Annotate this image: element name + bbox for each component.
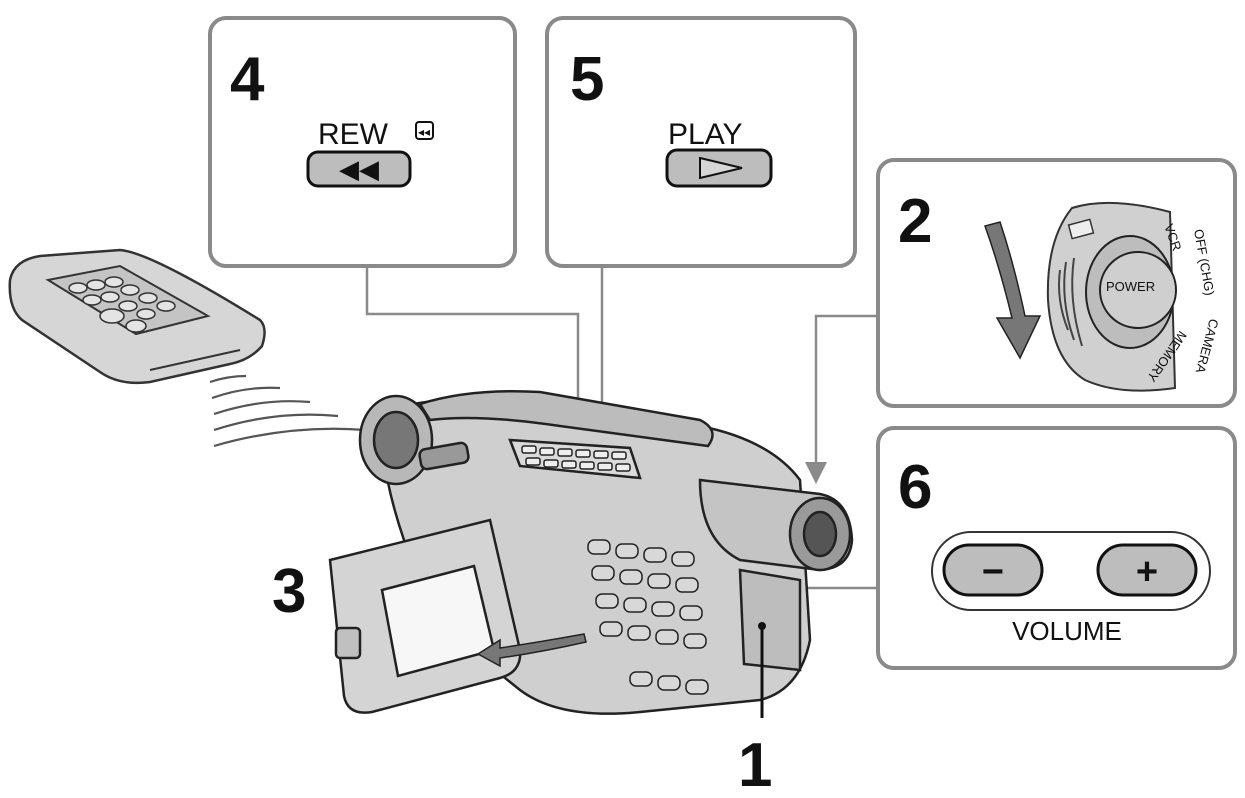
step-number-4: 4 <box>230 45 265 114</box>
rew-label: REW <box>318 118 389 151</box>
camcorder-side-dial <box>418 441 470 471</box>
volume-minus-button[interactable] <box>942 543 1044 597</box>
open-arrow-icon <box>476 633 587 668</box>
volume-label: VOLUME <box>1012 616 1122 646</box>
play-label: PLAY <box>668 118 743 151</box>
callout-line-2 <box>814 314 878 470</box>
callout-dot-1 <box>758 622 766 630</box>
step-number-1: 1 <box>738 731 772 798</box>
panel-power: 2 POWER VCR OFF (CHG) CAMERA MEMORY <box>876 158 1237 408</box>
rew-indicator-icon <box>415 121 434 140</box>
callout-line-4 <box>365 266 580 452</box>
signal-waves-icon <box>209 374 367 448</box>
power-button-label: POWER <box>1106 279 1155 294</box>
rear-panel-buttons <box>587 539 709 695</box>
power-dial-knob[interactable] <box>1099 251 1177 329</box>
panel-rew: 4 REW ◂◂ ◀◀ <box>208 16 517 268</box>
step-number-5: 5 <box>570 45 604 114</box>
remote-front-edge <box>149 349 241 371</box>
panel-rew-frame <box>208 16 517 268</box>
viewfinder-eyepiece <box>802 510 838 558</box>
lcd-latch <box>334 626 362 660</box>
camcorder-top-handle <box>418 389 714 448</box>
rew-button[interactable] <box>306 150 412 188</box>
panel-play: 5 PLAY <box>545 16 857 268</box>
camcorder-battery <box>738 568 802 672</box>
remote-control-icon <box>8 248 266 385</box>
rew-button-glyph: ◀◀ <box>339 154 379 184</box>
volume-plus-glyph: + <box>1136 551 1158 593</box>
volume-plus-button[interactable] <box>1096 543 1198 597</box>
camcorder-icon <box>328 389 854 715</box>
rotate-arrow-icon <box>984 221 1042 360</box>
volume-minus-glyph: − <box>982 551 1004 593</box>
camcorder-lens <box>372 410 420 470</box>
power-dial-grip <box>1058 257 1083 347</box>
power-lock-tab <box>1067 218 1095 240</box>
top-panel-buttons <box>521 445 631 472</box>
play-triangle-icon <box>699 156 743 180</box>
callout-arrowhead-2 <box>805 462 827 484</box>
step-number-2: 2 <box>898 187 932 256</box>
step-number-6: 6 <box>898 453 932 522</box>
rew-indicator-glyph: ◂◂ <box>418 125 430 139</box>
step-number-3: 3 <box>272 557 306 626</box>
panel-play-frame <box>545 16 857 268</box>
remote-buttons <box>68 276 176 333</box>
panel-volume: 6 − + VOLUME <box>876 426 1237 670</box>
